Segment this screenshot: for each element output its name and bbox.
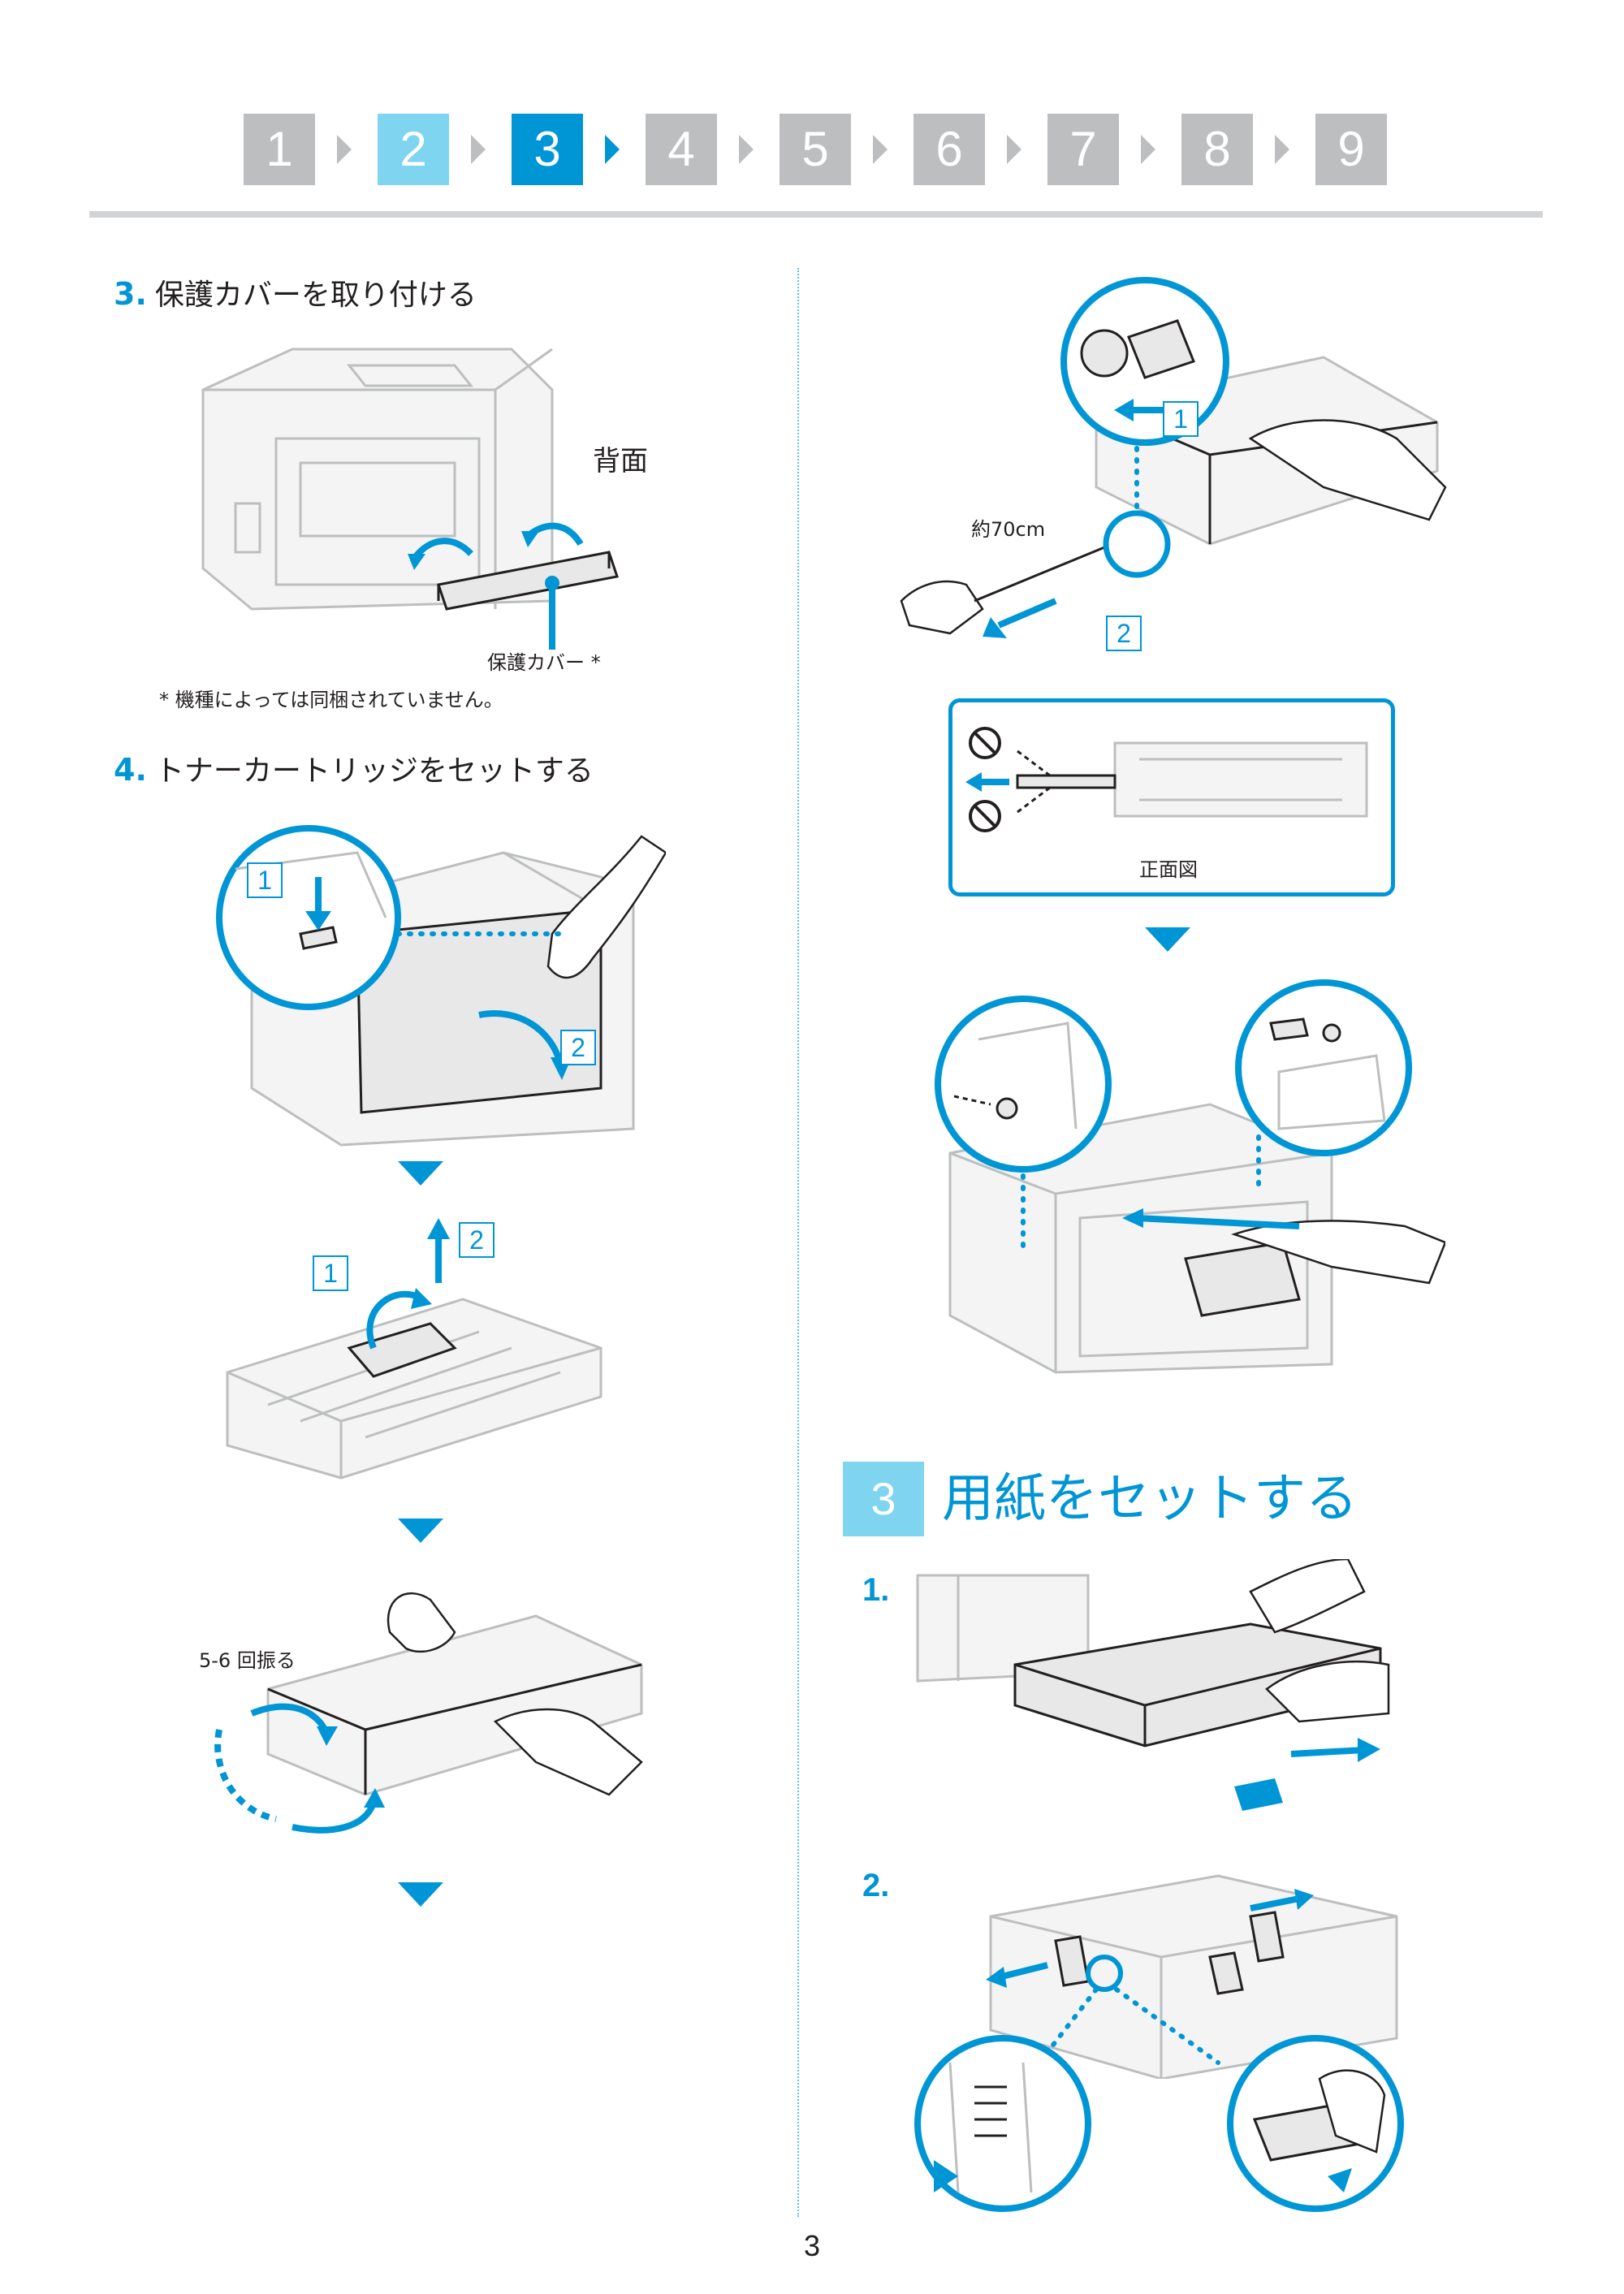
step-5[interactable]: 5 [780, 114, 851, 185]
step-arrow-icon [1007, 135, 1021, 164]
front-view-label: 正面図 [1139, 858, 1198, 881]
step-arrow-icon [873, 135, 888, 164]
remove-seal-illustration [226, 1218, 603, 1480]
front-view-box: 正面図 [948, 698, 1395, 896]
step-2[interactable]: 2 [378, 114, 449, 185]
callout-2: 2 [459, 1222, 495, 1258]
size-label-zoom-circle [914, 2035, 1091, 2212]
adjust-guides-illustration [986, 1874, 1398, 2079]
section-number: 3 [843, 1462, 924, 1536]
step-8[interactable]: 8 [1181, 114, 1253, 185]
down-arrow-icon [398, 1882, 443, 1907]
shake-cartridge-illustration [214, 1592, 643, 1834]
pull-out-tray-illustration [916, 1559, 1390, 1811]
page-number: 3 [803, 2229, 821, 2262]
step-arrow-icon [739, 135, 754, 164]
step-arrow-icon [471, 135, 486, 164]
item-4-title: トナーカートリッジをセットする [154, 754, 594, 788]
step-4[interactable]: 4 [646, 114, 717, 185]
column-divider [797, 268, 799, 2217]
callout-1: 1 [1163, 401, 1199, 437]
item-3-number: 3. [114, 276, 147, 312]
front-view-diagram [965, 727, 1368, 832]
callout-2: 2 [560, 1030, 596, 1065]
substep-2-number: 2. [862, 1868, 890, 1903]
item-3-heading: 3.保護カバーを取り付ける [114, 271, 477, 313]
down-arrow-icon [398, 1161, 443, 1186]
shake-label: 5-6 回振る [199, 1649, 296, 1672]
item-4-heading: 4.トナーカートリッジをセットする [114, 747, 594, 789]
callout-1: 1 [313, 1255, 348, 1291]
callout-2: 2 [1106, 616, 1142, 651]
header-divider [89, 211, 1543, 218]
step-arrow-icon [1275, 135, 1289, 164]
down-arrow-icon [1145, 927, 1190, 952]
cover-label: 保護カバー * [487, 651, 601, 674]
step-6[interactable]: 6 [914, 114, 985, 185]
guide-lever-zoom-circle [1227, 2035, 1404, 2212]
insert-cartridge-illustration [948, 1103, 1445, 1374]
step-1[interactable]: 1 [244, 114, 315, 185]
step-arrow-icon [337, 135, 352, 164]
step-7[interactable]: 7 [1047, 114, 1119, 185]
distance-label: 約70cm [971, 518, 1046, 541]
section-title: 用紙をセットする [942, 1469, 1358, 1529]
step-arrow-icon [605, 135, 620, 164]
rear-label: 背面 [593, 445, 648, 477]
right-guide-zoom-circle [1235, 979, 1412, 1156]
latch-zoom-circle [216, 825, 401, 1010]
step-3[interactable]: 3 [512, 114, 583, 185]
step-arrow-icon [1141, 135, 1155, 164]
item-4-number: 4. [114, 752, 147, 788]
seal-tab-zoom-circle [1060, 277, 1229, 446]
substep-1-number: 1. [862, 1572, 890, 1608]
item-3-title: 保護カバーを取り付ける [154, 279, 477, 312]
left-guide-zoom-circle [935, 996, 1112, 1173]
step-9[interactable]: 9 [1315, 114, 1387, 185]
down-arrow-icon [398, 1519, 443, 1543]
cover-footnote: * 機種によっては同梱されていません。 [159, 689, 503, 711]
callout-1: 1 [247, 862, 283, 898]
printer-rear-illustration [201, 348, 619, 650]
